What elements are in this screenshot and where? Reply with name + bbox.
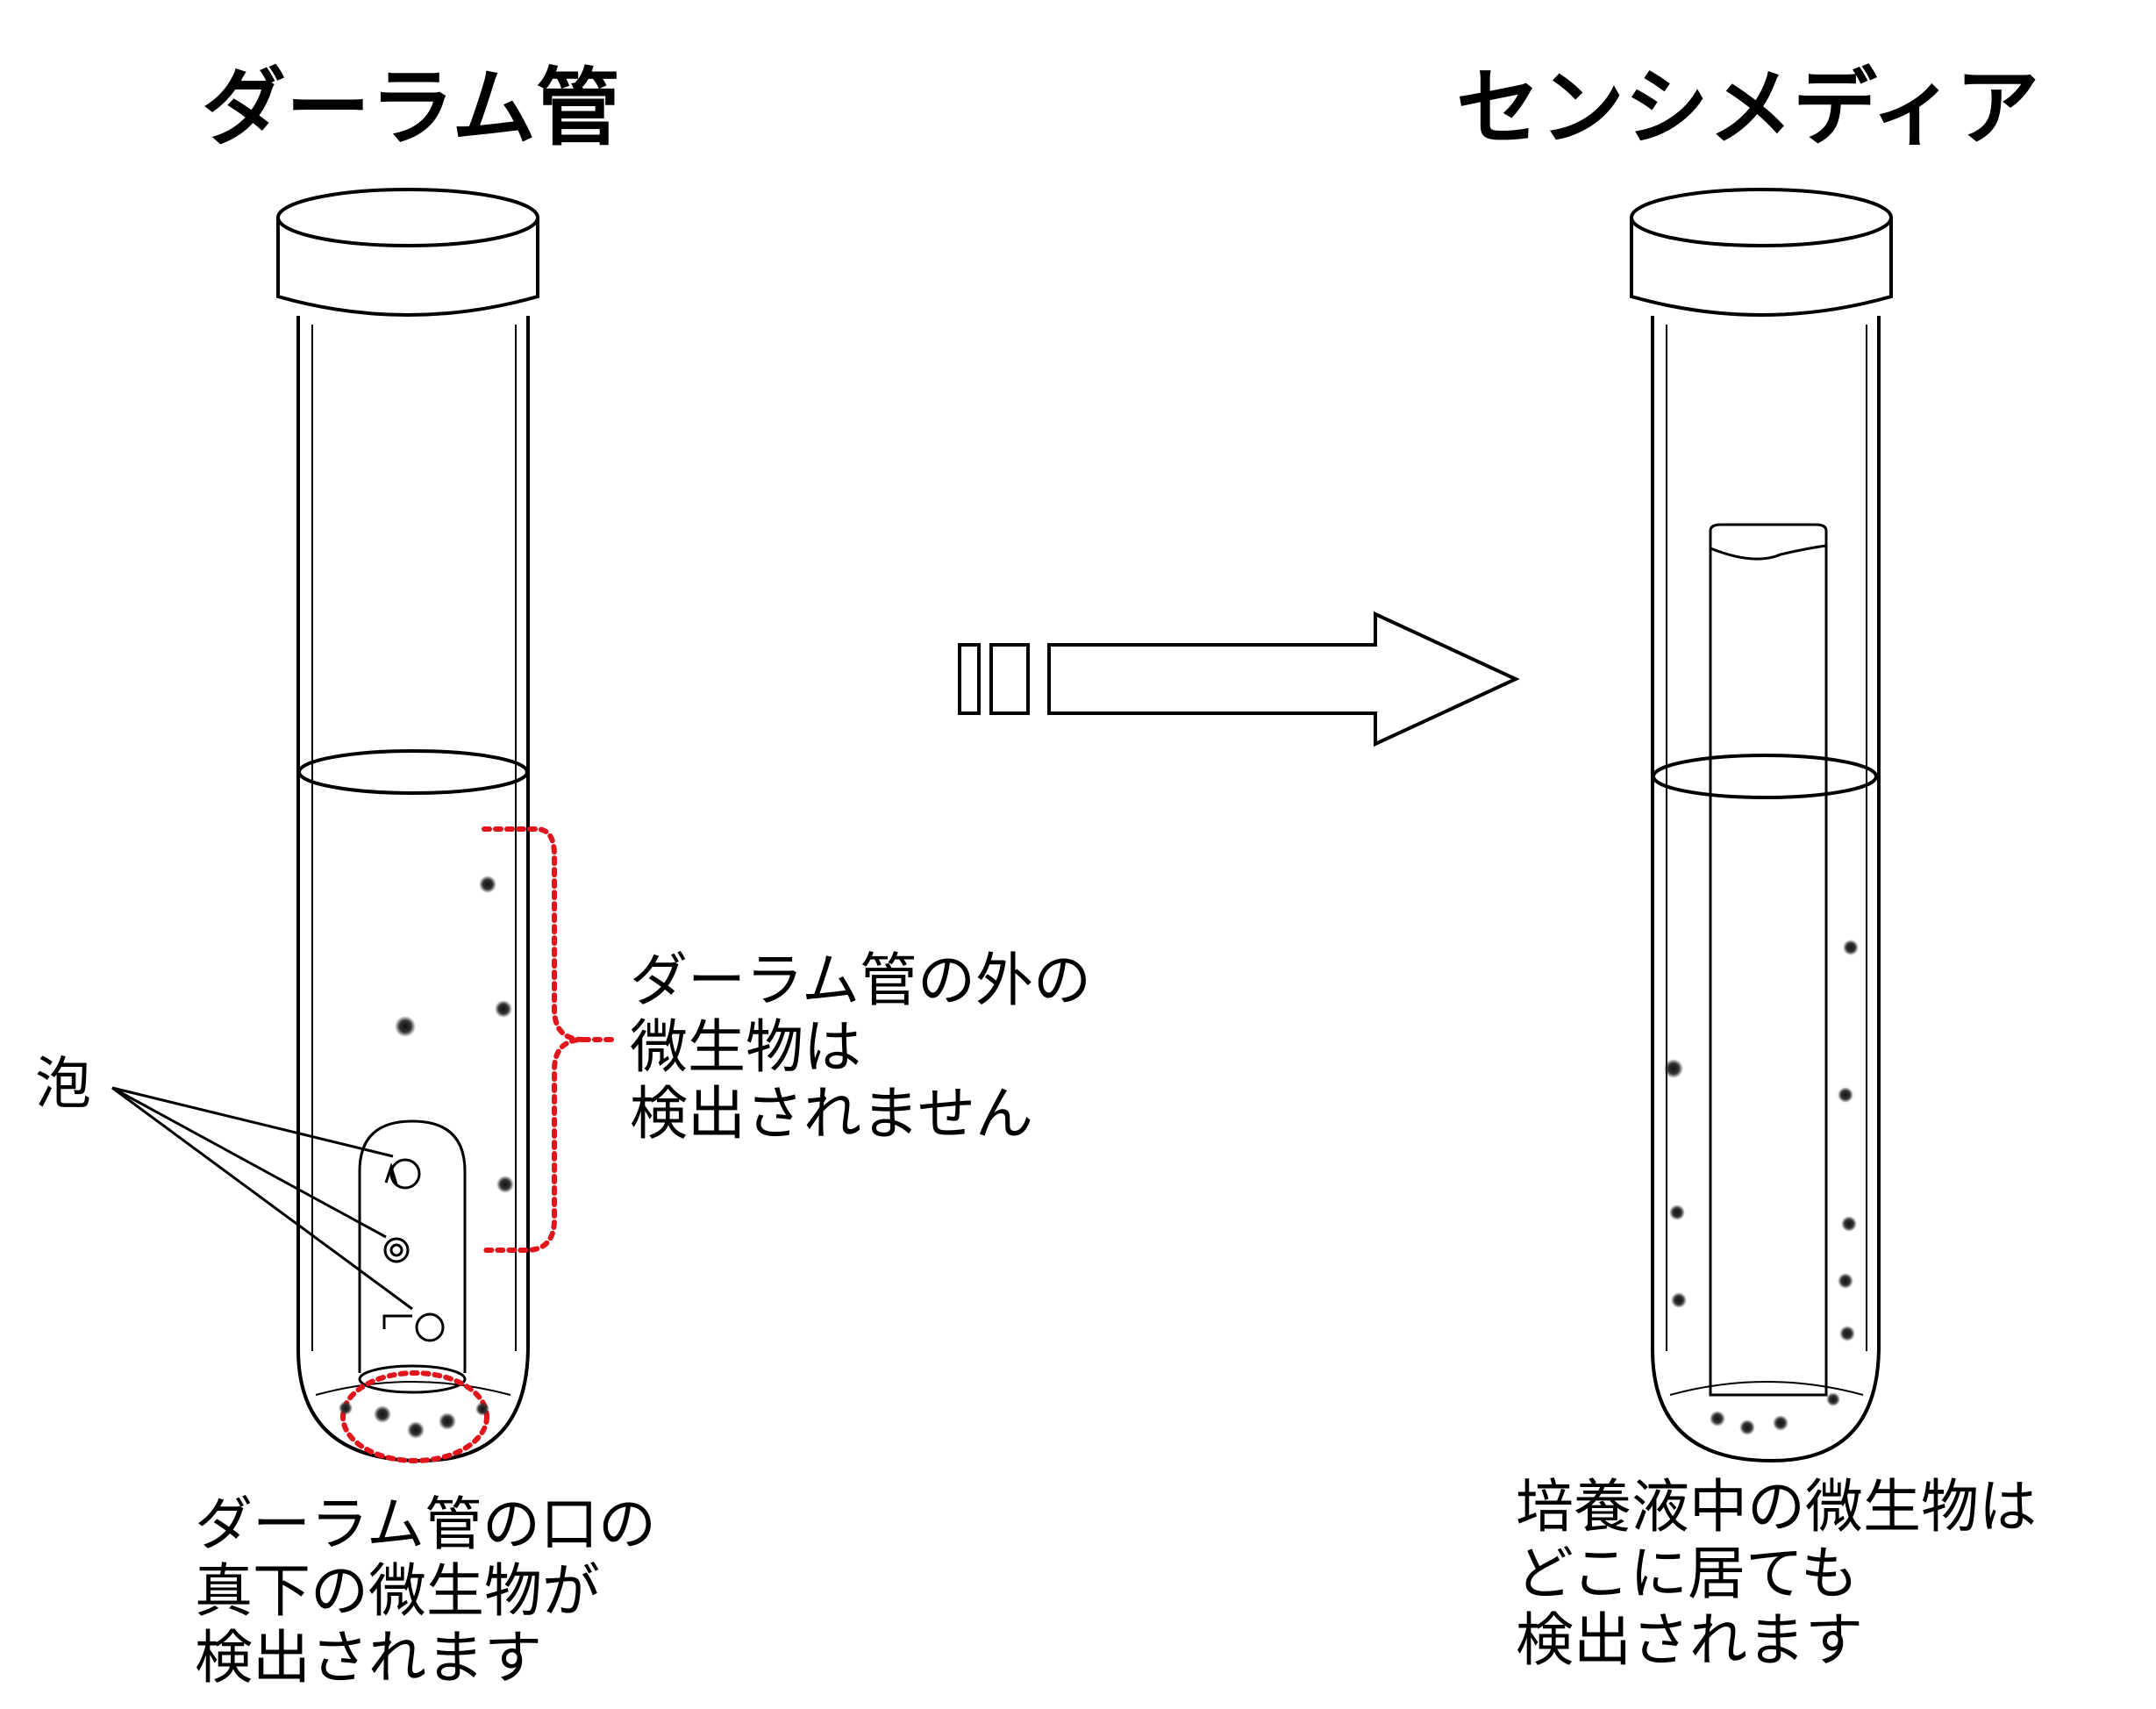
left-bottom-note-line: 検出されます [195,1624,542,1691]
left-bottom-note: ダーラム管の口の 真下の微生物が 検出されます [195,1491,656,1691]
left-test-tube-icon [276,188,539,1463]
bubble-label: 泡 [35,1052,91,1117]
left-title: ダーラム管 [202,59,621,157]
right-bottom-note-line: どこに居ても [1516,1540,1859,1607]
mouth-region-highlight [340,1370,489,1463]
right-title: センシメディア [1456,59,2040,157]
left-bottom-note-line: ダーラム管の口の [195,1491,657,1558]
right-microbe-dots [1664,940,1859,1435]
arrow-right-icon [958,611,1520,747]
left-bottom-note-line: 真下の微生物が [195,1557,600,1625]
left-microbe-dots [339,876,514,1439]
bubble-icon [382,1158,445,1342]
bubble-pointer-lines [111,1086,413,1311]
right-bottom-note: 培養液中の微生物は どこに居ても 検出されます [1516,1474,2037,1674]
right-bottom-note-line: 検出されます [1516,1606,1863,1674]
sensor-tube-icon [1709,523,1828,1397]
outside-note-line: 検出されません [630,1080,1034,1148]
right-bottom-note-line: 培養液中の微生物は [1516,1473,2037,1541]
outside-region-bracket [482,826,617,1253]
outside-note: ダーラム管の外の 微生物は 検出されません [630,947,1091,1148]
right-test-tube-icon [1630,188,1893,1463]
outside-note-line: 微生物は [630,1013,861,1081]
outside-note-line: ダーラム管の外の [630,947,1092,1014]
